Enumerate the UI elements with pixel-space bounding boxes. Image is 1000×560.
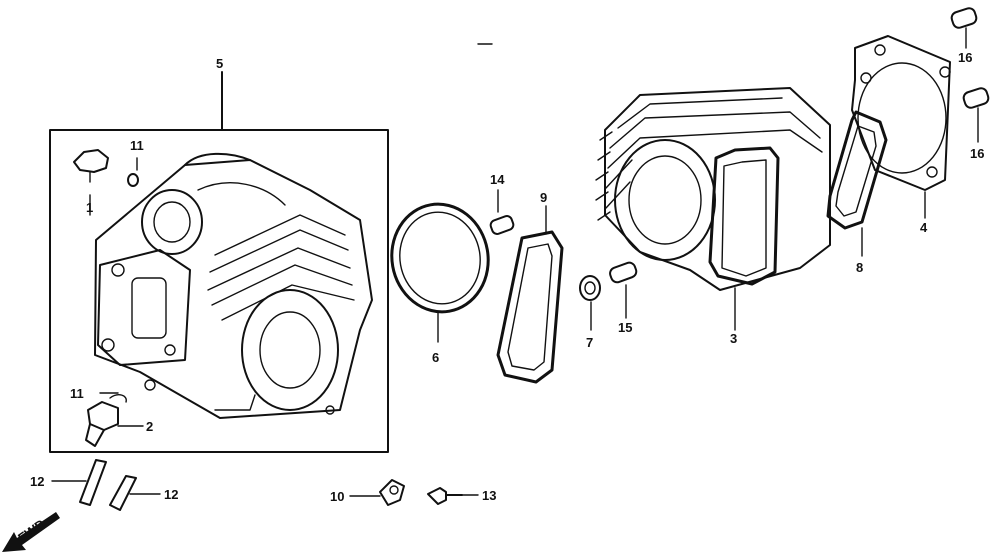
callout-9: 9: [540, 190, 547, 205]
cylinder-head-assembly: [49, 71, 389, 453]
part-9-gasket: [496, 205, 564, 384]
callout-12-right: 12: [164, 487, 178, 502]
callout-13: 13: [482, 488, 496, 503]
callout-11-bottom: 11: [70, 386, 84, 401]
fwd-arrow-icon: [2, 512, 60, 552]
fwd-label: FWD: [15, 516, 48, 545]
part-4-gasket: [851, 35, 951, 219]
part-12-dowels: [51, 459, 161, 511]
part-13-bolt: [427, 487, 479, 505]
cylinder-head-group-frame: [49, 129, 389, 453]
part-1-cap: [73, 149, 139, 216]
part-3-cylinder: [595, 87, 831, 331]
callout-6: 6: [432, 350, 439, 365]
part-8-gasket: [826, 110, 888, 257]
callout-3: 3: [730, 331, 737, 346]
callout-16-bottom: 16: [970, 146, 984, 161]
callout-12-left: 12: [30, 474, 44, 489]
part-15-dowel: [609, 261, 638, 319]
part-10-clamp: [349, 479, 405, 506]
callout-14: 14: [490, 172, 505, 187]
callout-10: 10: [330, 489, 344, 504]
callout-7: 7: [586, 335, 593, 350]
callout-15: 15: [618, 320, 632, 335]
callout-5: 5: [216, 56, 223, 71]
callout-1: 1: [86, 200, 93, 215]
part-2-plug: [85, 392, 144, 447]
part-14-dowel: [489, 189, 515, 235]
callout-16-top: 16: [958, 50, 972, 65]
callout-4: 4: [920, 220, 928, 235]
part-16-dowels: [950, 7, 990, 143]
callout-8: 8: [856, 260, 863, 275]
part-7-washer: [579, 275, 601, 331]
callout-2: 2: [146, 419, 153, 434]
callout-11-top: 11: [130, 138, 144, 153]
part-6-gasket: [390, 202, 490, 343]
